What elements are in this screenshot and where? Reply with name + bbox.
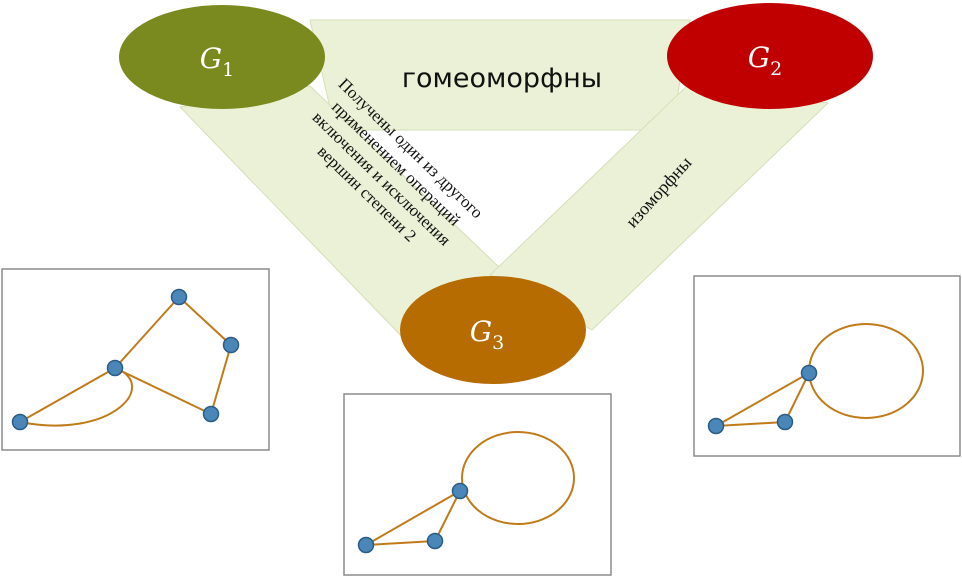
node-g3-label: G3	[470, 315, 504, 354]
graph-g2-vertices	[707, 364, 818, 435]
graph-vertex	[11, 413, 29, 431]
graph-box-g1	[1, 268, 270, 451]
graph-vertex	[776, 413, 794, 431]
node-g1-sub: 1	[222, 59, 234, 81]
node-g2-sub: 2	[770, 58, 782, 80]
node-g1-base: G	[200, 42, 222, 75]
node-g2: G2	[667, 3, 873, 109]
node-g2-label: G2	[748, 41, 782, 80]
node-g3-sub: 3	[492, 332, 504, 354]
node-g2-base: G	[748, 41, 770, 74]
graph-vertex	[800, 364, 818, 382]
graph-box-g3	[343, 393, 612, 576]
graph-g1-vertices	[11, 288, 240, 431]
graph-vertex	[426, 532, 444, 550]
graph-vertex	[707, 417, 725, 435]
node-g3: G3	[400, 276, 586, 384]
graph-vertex	[222, 336, 240, 354]
graph-box-g3-frame	[343, 393, 612, 576]
node-g3-base: G	[470, 315, 492, 348]
graph-box-g1-frame	[1, 268, 270, 451]
node-g1-label: G1	[200, 42, 234, 81]
graph-g3-vertices	[357, 482, 469, 554]
graph-g3-edges	[365, 431, 575, 546]
graph-g1-edges	[19, 296, 232, 427]
graph-box-g2-frame	[693, 275, 961, 457]
graph-box-g2	[693, 275, 961, 457]
graph-vertex	[202, 405, 220, 423]
node-g1: G1	[119, 5, 325, 109]
graph-vertex	[357, 536, 375, 554]
graph-vertex	[170, 288, 188, 306]
graph-vertex	[106, 359, 124, 377]
graph-vertex	[451, 482, 469, 500]
relation-homeomorphic-label: гомеоморфны	[402, 63, 602, 94]
